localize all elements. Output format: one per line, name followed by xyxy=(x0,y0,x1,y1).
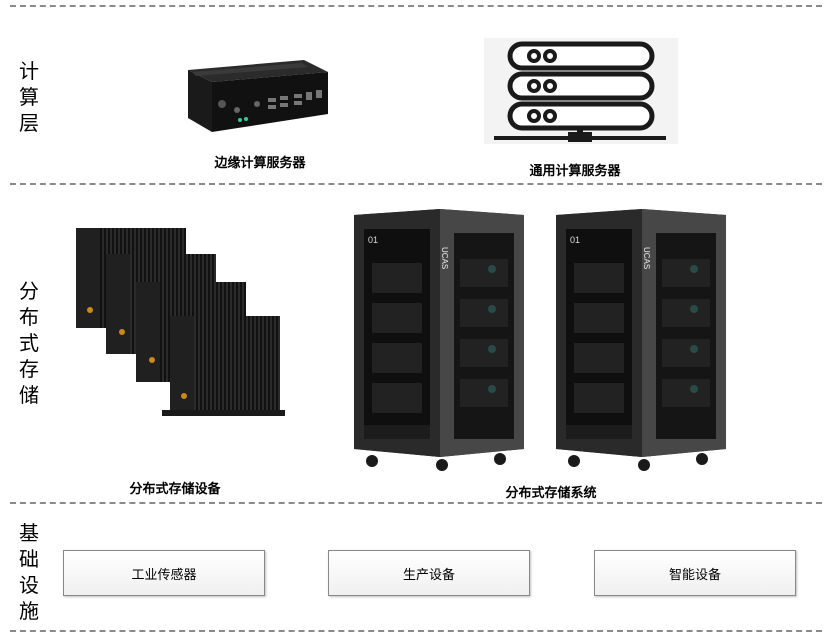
edge-server-caption: 边缘计算服务器 xyxy=(214,156,306,171)
rack-2-brand: UCAS xyxy=(642,247,651,269)
divider-top xyxy=(10,5,822,7)
production-equipment-box: 生产设备 xyxy=(328,550,530,596)
layer-label-infrastructure: 基 础 设 施 xyxy=(19,521,39,623)
divider-storage-infra xyxy=(10,502,822,504)
smart-device-box: 智能设备 xyxy=(594,550,796,596)
general-server-caption: 通用计算服务器 xyxy=(529,164,621,179)
storage-devices-image xyxy=(76,228,285,416)
industrial-sensor-box: 工业传感器 xyxy=(63,550,265,596)
rack-2-badge: 01 xyxy=(570,235,580,245)
layer-label-compute: 计 算 层 xyxy=(19,59,39,135)
edge-server-image xyxy=(188,60,328,132)
divider-compute-storage xyxy=(10,183,822,185)
storage-devices-caption: 分布式存储设备 xyxy=(129,482,221,497)
storage-rack-2: 01 UCAS xyxy=(556,209,726,471)
divider-bottom xyxy=(10,630,822,632)
storage-rack-1: 01 UCAS xyxy=(354,209,524,471)
server-rack-icon xyxy=(484,38,678,144)
rack-1-brand: UCAS xyxy=(440,247,449,269)
layer-label-storage: 分 布 式 存 储 xyxy=(19,279,39,407)
rack-1-badge: 01 xyxy=(368,235,378,245)
storage-system-caption: 分布式存储系统 xyxy=(505,486,597,501)
